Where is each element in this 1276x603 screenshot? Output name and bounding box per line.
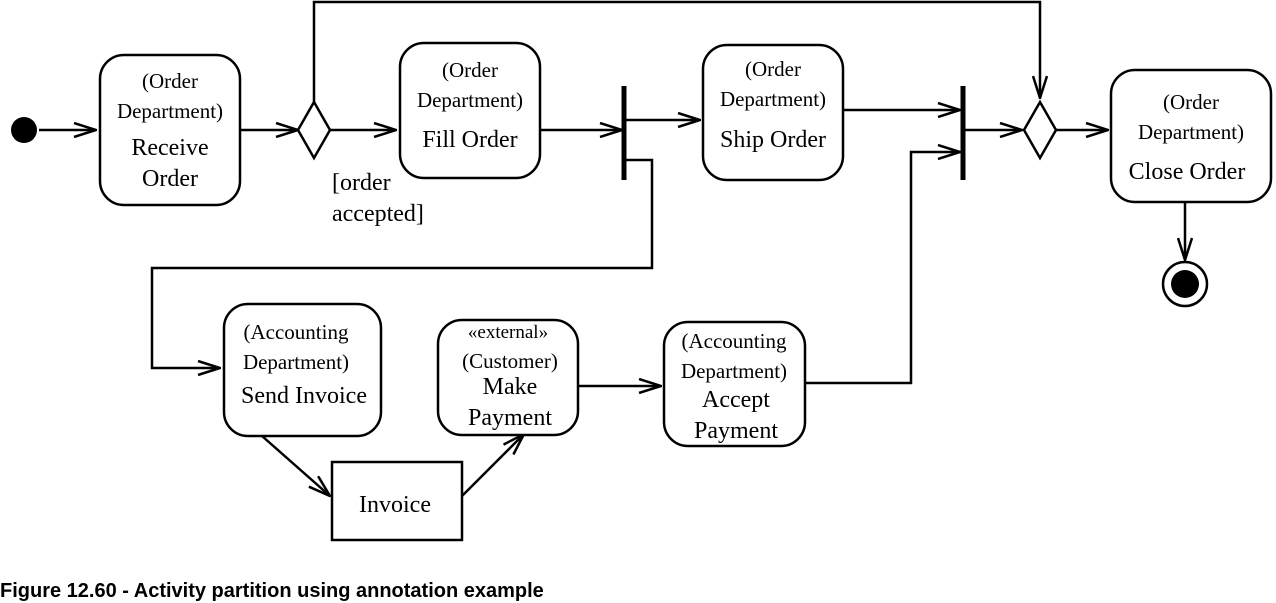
initial-node [11, 117, 37, 143]
object-node-invoice: Invoice [330, 460, 464, 542]
figure-caption: Figure 12.60 - Activity partition using … [0, 580, 544, 602]
decision-node [296, 99, 332, 161]
invoice-label: Invoice [359, 492, 431, 518]
make-payment-partition: (Customer) [462, 349, 558, 373]
make-payment-stereotype: «external» [468, 322, 548, 343]
close-order-name: Close Order [1129, 159, 1246, 185]
flow-send-invoice-to-invoice [261, 435, 330, 496]
flow-accept-to-join [805, 152, 960, 385]
send-invoice-name: Send Invoice [241, 383, 367, 409]
ship-order-name: Ship Order [720, 127, 826, 153]
fill-order-name: Fill Order [422, 127, 517, 153]
activity-final-node [1161, 260, 1209, 308]
flow-invoice-to-make-payment [461, 434, 524, 497]
merge-node [1022, 99, 1058, 161]
flow-fork-to-send-invoice [150, 158, 654, 368]
flow-decision-bypass-to-merge [312, 0, 1040, 104]
flow-edges [39, 0, 1185, 497]
